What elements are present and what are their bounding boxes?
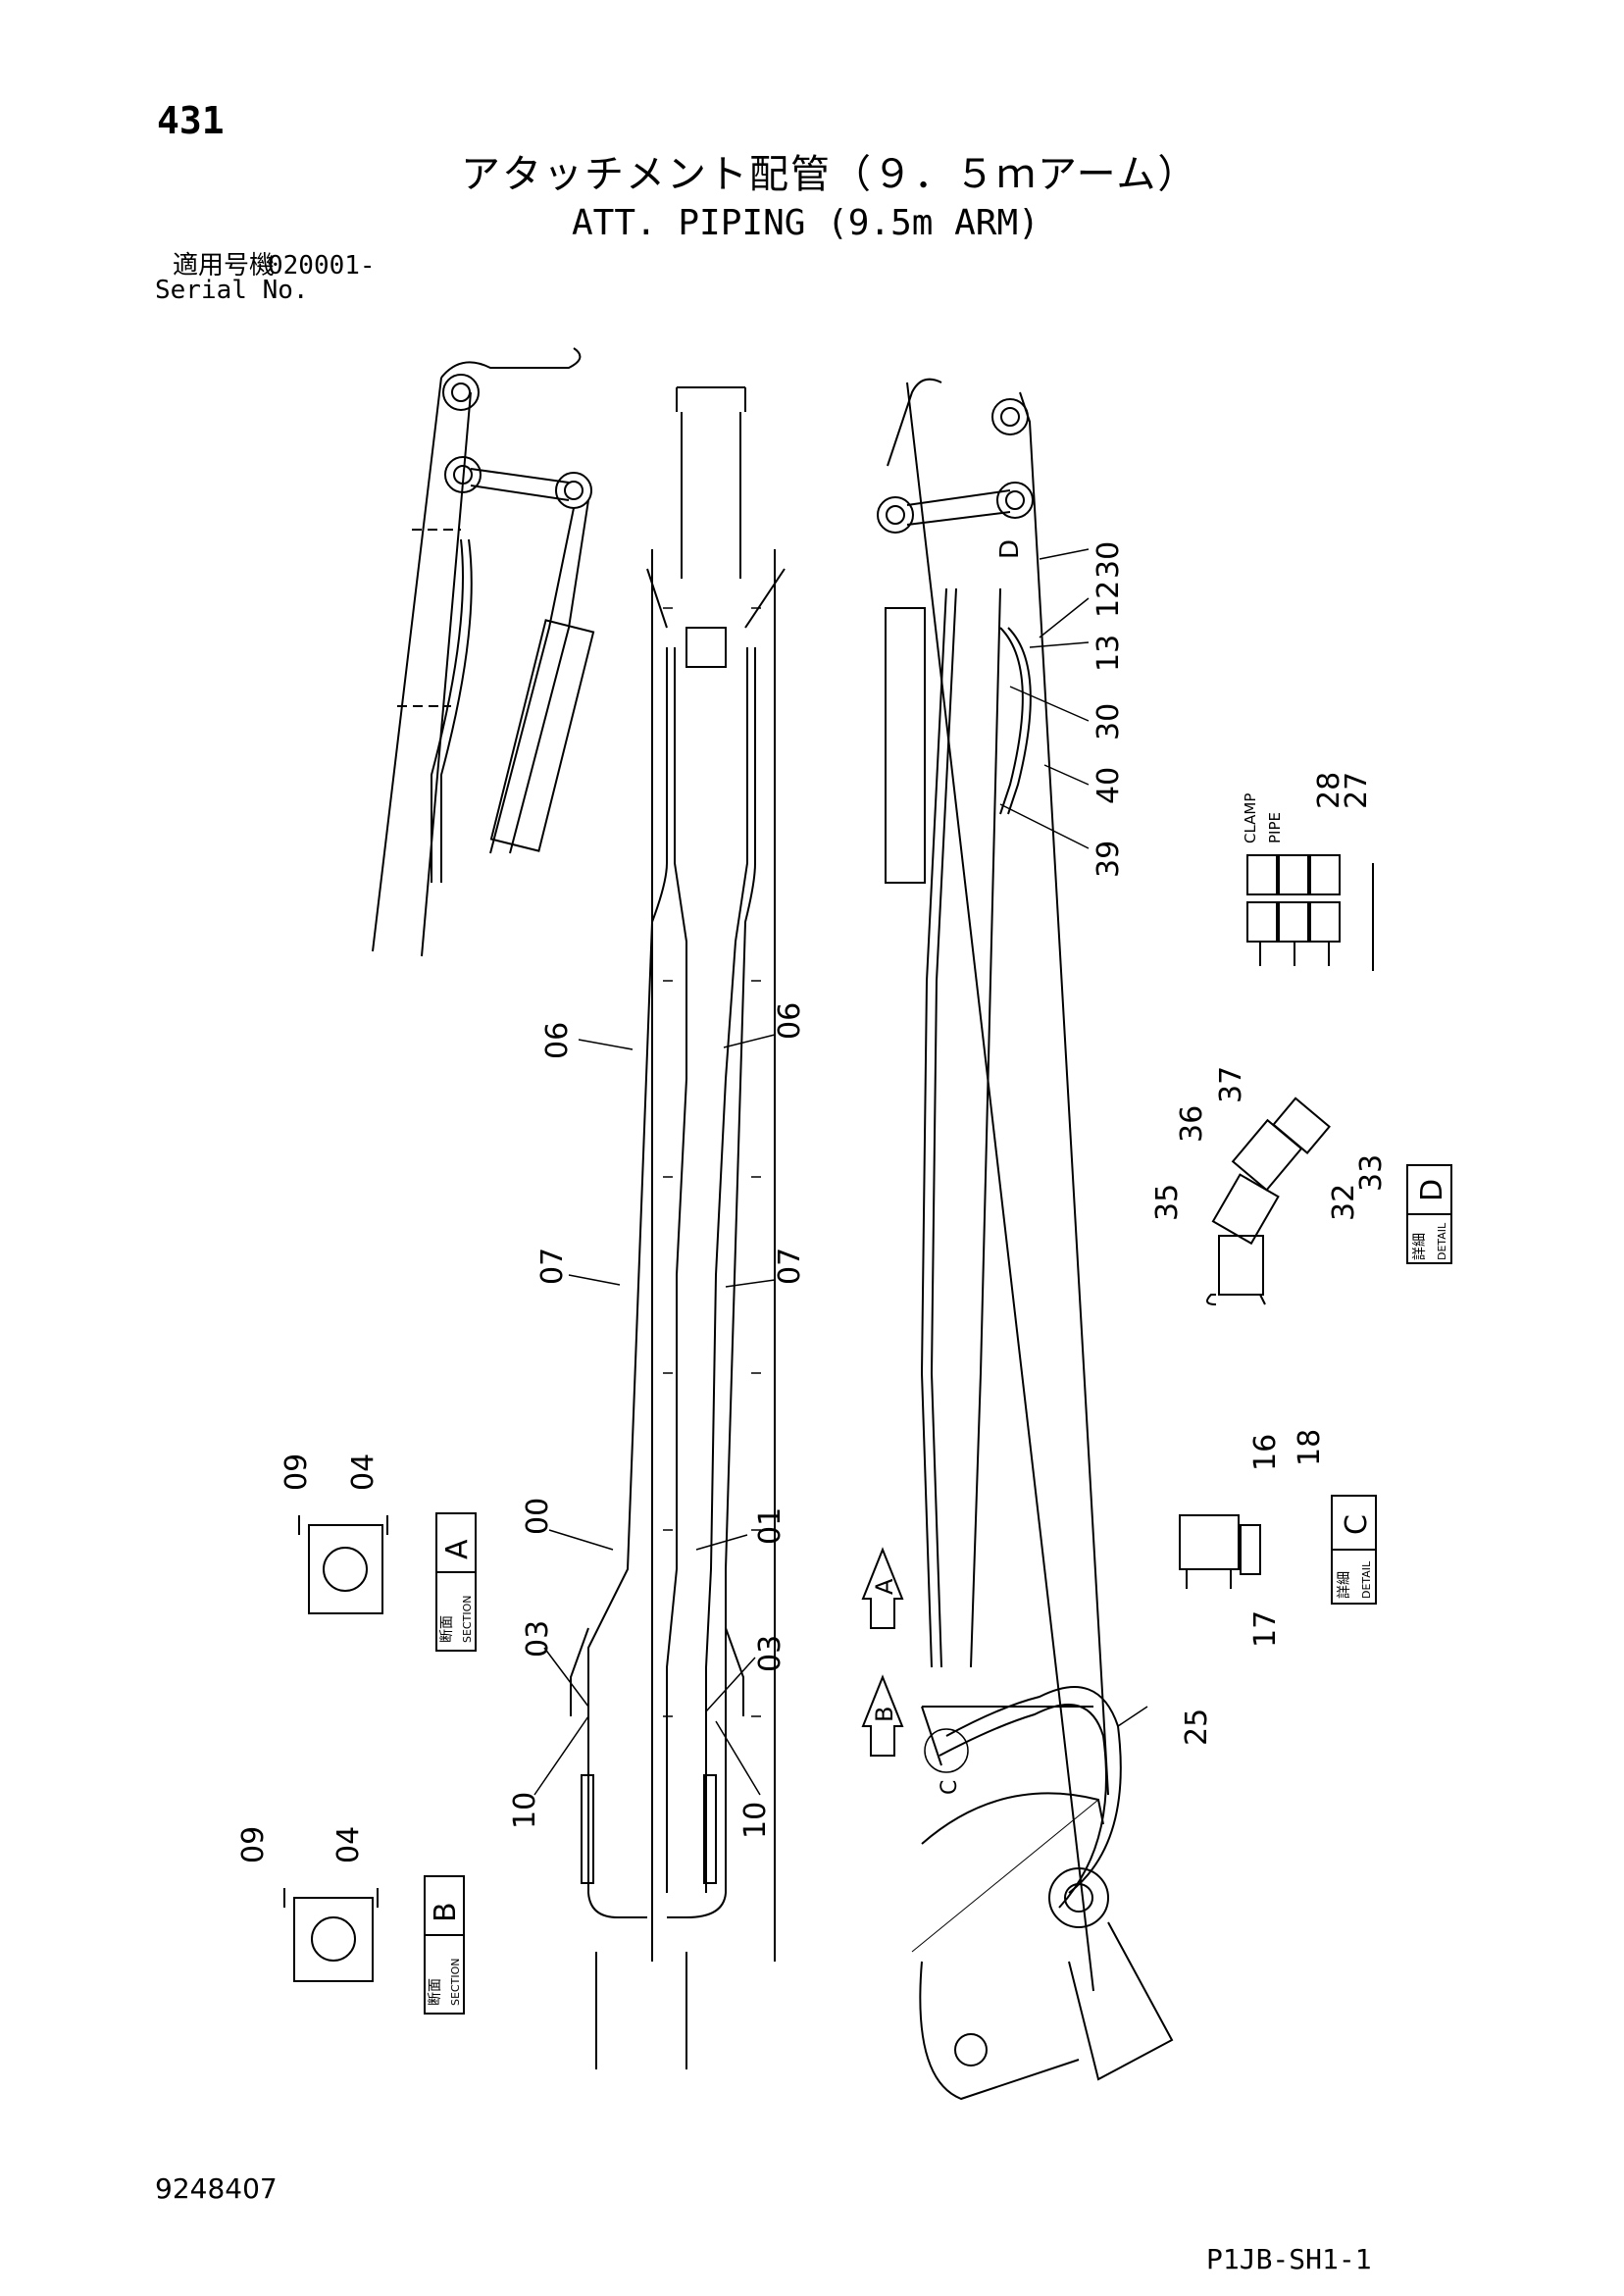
callout-28: 28 bbox=[1312, 772, 1346, 809]
detail-c-en: DETAIL bbox=[1360, 1560, 1373, 1599]
callout-03-right: 03 bbox=[753, 1635, 787, 1672]
callout-06-left: 06 bbox=[540, 1022, 575, 1059]
serial-label-english: Serial No. bbox=[155, 276, 309, 305]
detail-d-jp: 詳細 bbox=[1412, 1233, 1428, 1260]
section-a-tag: A 断面 SECTION bbox=[435, 1512, 477, 1652]
section-a-drawing bbox=[298, 1515, 388, 1614]
marker-b: B bbox=[871, 1707, 898, 1722]
callout-04-section-a: 04 bbox=[346, 1454, 381, 1491]
callout-40: 40 bbox=[1091, 767, 1126, 804]
title-japanese: アタッチメント配管（９．５ｍアーム） bbox=[461, 152, 1199, 197]
marker-a: A bbox=[871, 1578, 898, 1595]
callout-32: 32 bbox=[1327, 1184, 1361, 1221]
callout-01: 01 bbox=[753, 1507, 787, 1545]
callout-06-right: 06 bbox=[773, 1002, 807, 1040]
callout-37: 37 bbox=[1214, 1066, 1248, 1103]
callout-30-top: 30 bbox=[1091, 541, 1126, 579]
callout-04-section-b: 04 bbox=[331, 1826, 366, 1863]
callout-17: 17 bbox=[1248, 1610, 1283, 1648]
section-a-letter: A bbox=[440, 1539, 475, 1559]
detail-clamp-pipe bbox=[1246, 854, 1374, 971]
title-english: ATT. PIPING (9.5m ARM) bbox=[572, 203, 1040, 243]
left-arm-side-view bbox=[372, 347, 595, 957]
callout-36: 36 bbox=[1175, 1105, 1209, 1143]
right-arm-side-view bbox=[877, 378, 1174, 2101]
section-b-drawing bbox=[283, 1888, 379, 1982]
label-pipe: PIPE bbox=[1266, 812, 1284, 843]
section-b-jp: 断面 bbox=[428, 1978, 443, 2006]
center-arm-top-view bbox=[570, 386, 786, 2069]
callout-10-left: 10 bbox=[508, 1792, 542, 1829]
callout-35: 35 bbox=[1150, 1184, 1185, 1221]
page-number: 431 bbox=[157, 99, 225, 142]
section-a-jp: 断面 bbox=[439, 1615, 455, 1643]
callout-13: 13 bbox=[1091, 635, 1126, 672]
marker-c: C bbox=[938, 1780, 962, 1795]
callout-09-section-a: 09 bbox=[279, 1454, 314, 1491]
callout-16: 16 bbox=[1248, 1434, 1283, 1471]
callout-27: 27 bbox=[1340, 772, 1374, 809]
detail-c-assembly bbox=[1179, 1514, 1261, 1589]
callout-10-right: 10 bbox=[738, 1802, 773, 1839]
callout-25: 25 bbox=[1180, 1709, 1214, 1746]
callout-33: 33 bbox=[1354, 1154, 1389, 1192]
detail-c-letter: C bbox=[1340, 1514, 1374, 1535]
callout-30-bottom: 30 bbox=[1091, 703, 1126, 740]
callout-00: 00 bbox=[521, 1498, 555, 1535]
detail-d-tag: D 詳細 DETAIL bbox=[1406, 1164, 1452, 1264]
leader-lines bbox=[533, 548, 1148, 1796]
label-clamp: CLAMP bbox=[1242, 793, 1259, 843]
document-number: 9248407 bbox=[155, 2172, 278, 2205]
section-b-en: SECTION bbox=[449, 1959, 462, 2006]
callout-07-left: 07 bbox=[535, 1248, 570, 1285]
marker-d: D bbox=[995, 539, 1025, 559]
section-b-tag: B 断面 SECTION bbox=[424, 1875, 465, 2015]
detail-c-jp: 詳細 bbox=[1337, 1571, 1352, 1599]
callout-03-left: 03 bbox=[521, 1620, 555, 1658]
detail-d-en: DETAIL bbox=[1436, 1222, 1448, 1260]
detail-fitting-assembly bbox=[1206, 1097, 1331, 1305]
callout-09-section-b: 09 bbox=[236, 1826, 271, 1863]
section-b-letter: B bbox=[429, 1902, 463, 1922]
serial-number: 020001- bbox=[268, 251, 376, 281]
callout-18: 18 bbox=[1293, 1429, 1327, 1466]
callout-12: 12 bbox=[1091, 581, 1126, 618]
detail-c-tag: C 詳細 DETAIL bbox=[1331, 1495, 1377, 1605]
detail-d-letter: D bbox=[1415, 1179, 1449, 1201]
callout-07-right: 07 bbox=[773, 1248, 807, 1285]
section-a-en: SECTION bbox=[461, 1596, 474, 1643]
sheet-reference: P1JB-SH1-1 bbox=[1206, 2243, 1372, 2275]
serial-label-japanese: 適用号機 bbox=[173, 251, 276, 281]
callout-39: 39 bbox=[1091, 841, 1126, 878]
